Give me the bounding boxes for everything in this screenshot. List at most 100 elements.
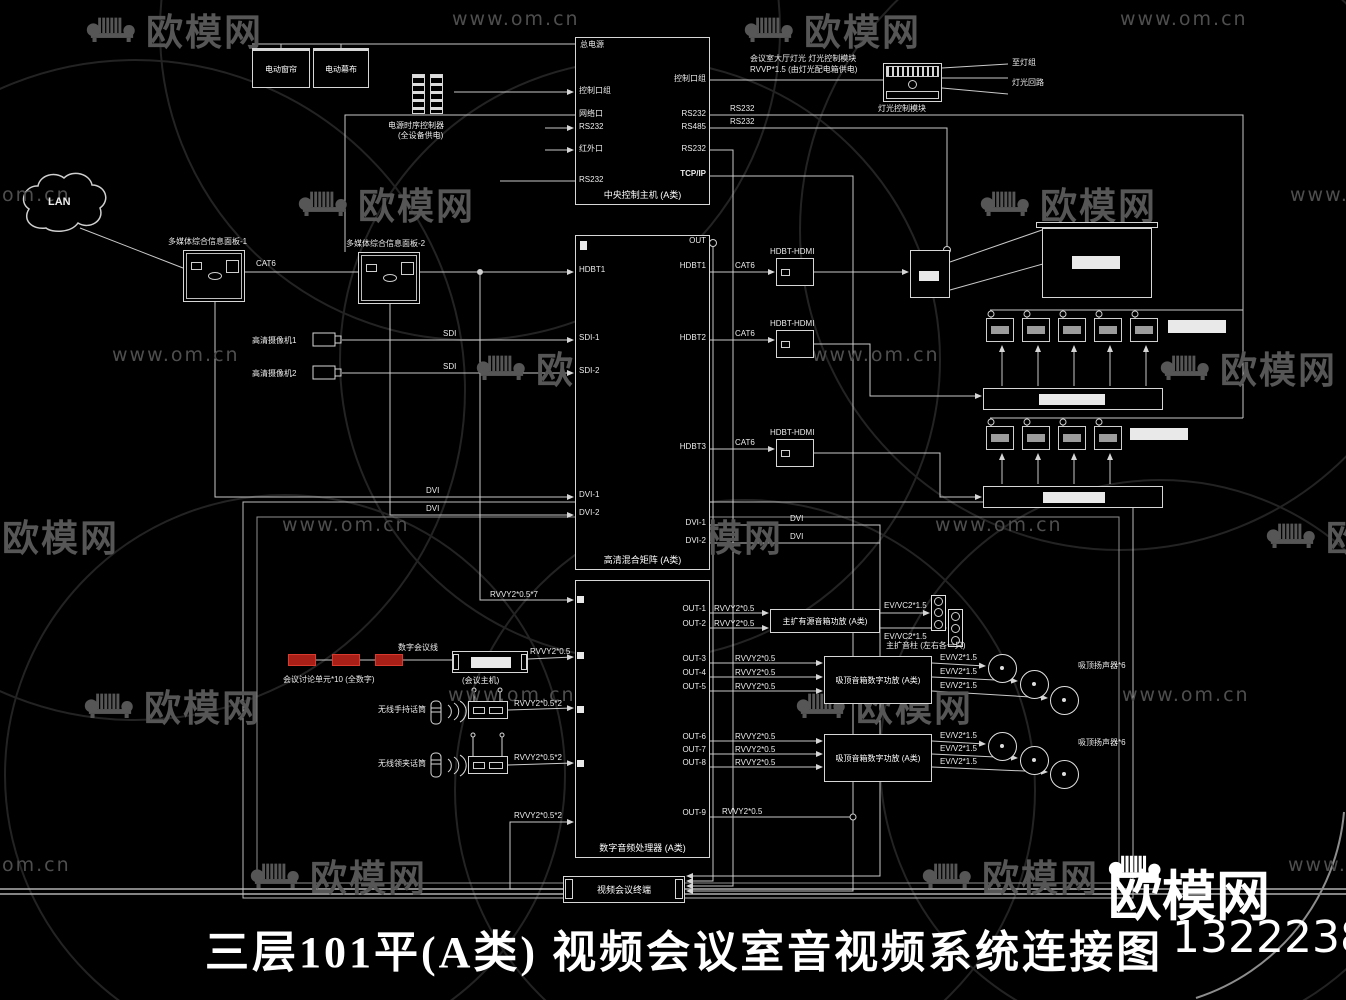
cc-right-port: RS485 bbox=[681, 122, 706, 131]
plate-jack bbox=[366, 264, 377, 272]
display-screen-bar bbox=[991, 326, 1009, 334]
central-control-host: 中央控制主机 (A类) bbox=[575, 37, 710, 205]
audio-out-port: OUT-5 bbox=[682, 682, 706, 691]
wire bbox=[389, 304, 574, 518]
cable-label-speaker: EV/V2*1.5 bbox=[940, 744, 977, 753]
matrix-left-port: HDBT1 bbox=[579, 265, 606, 274]
lighting-out-label: 灯光回路 bbox=[1012, 78, 1044, 87]
display-screen-bar bbox=[1027, 434, 1045, 442]
antenna-tip bbox=[471, 687, 477, 693]
screen-motor-box: 电动幕布 bbox=[313, 48, 369, 88]
camera-1-label: 高清摄像机1 bbox=[252, 336, 297, 345]
junction-nodes bbox=[477, 239, 1139, 821]
ceiling-amplifier-1: 吸顶音箱数字功放 (A类) bbox=[824, 656, 932, 704]
antenna-icon bbox=[473, 692, 501, 701]
matrix-left-port: SDI-2 bbox=[579, 366, 600, 375]
matrix-left-port: SDI-1 bbox=[579, 333, 600, 342]
drawing-title: 三层101平(A类) 视频会议室音视频系统连接图 bbox=[205, 928, 1164, 977]
cable-label-audio: RVVY2*0.5*7 bbox=[490, 590, 538, 599]
wire bbox=[509, 819, 574, 890]
power-sequencer-icon bbox=[430, 74, 443, 114]
watermark-url: www. bbox=[1290, 184, 1346, 206]
watermark-circle bbox=[0, 59, 466, 721]
cable-label-audio: RVVY2*0.5*2 bbox=[514, 699, 562, 708]
camera-2-label: 高清摄像机2 bbox=[252, 369, 297, 378]
sofa-watermark-icon bbox=[86, 14, 138, 44]
display-group-label-block bbox=[1130, 428, 1188, 440]
wire bbox=[686, 175, 854, 894]
cc-right-port: RS232 bbox=[681, 144, 706, 153]
display-unit bbox=[1094, 426, 1122, 450]
ceiling-amplifier-2: 吸顶音箱数字功放 (A类) bbox=[824, 734, 932, 782]
conference-mic-unit bbox=[288, 654, 316, 666]
wire bbox=[931, 662, 986, 669]
watermark-brand-text: 欧模网 bbox=[146, 12, 263, 53]
watermark-logo: 欧模网 bbox=[86, 2, 263, 56]
cable-label-cat6: CAT6 bbox=[735, 329, 755, 338]
lan-label: LAN bbox=[48, 196, 71, 208]
sequencer-label: 电源时序控制器 bbox=[388, 121, 444, 130]
wire bbox=[686, 149, 734, 889]
wire bbox=[686, 542, 881, 879]
audio-input-port bbox=[577, 760, 584, 767]
projector bbox=[910, 250, 950, 298]
ceiling-speaker bbox=[1050, 686, 1079, 715]
conference-host-unit bbox=[452, 651, 528, 673]
power-sequencer-icon bbox=[412, 74, 425, 114]
hdbt-receiver bbox=[776, 330, 814, 358]
display-screen-bar bbox=[1099, 434, 1117, 442]
watermark-logo: 欧模网 bbox=[1266, 508, 1346, 562]
matrix-left-port: DVI-2 bbox=[579, 508, 600, 517]
watermark-brand-text: 欧模网 bbox=[144, 688, 261, 729]
main-amplifier: 主扩有源音箱功放 (A类) bbox=[770, 609, 880, 633]
cloud-shape bbox=[22, 172, 107, 233]
cable-label-cat6: CAT6 bbox=[735, 261, 755, 270]
cc-right-port: 控制口组 bbox=[674, 74, 706, 83]
cable-label-audio: RVVY2*0.5*2 bbox=[514, 753, 562, 762]
watermark-url: om.cn bbox=[2, 184, 71, 206]
camera-lens-icon bbox=[334, 368, 342, 377]
watermark-logo: 欧模网 bbox=[980, 176, 1157, 230]
wall-plate-1 bbox=[183, 250, 245, 302]
display-connector-node bbox=[1095, 418, 1103, 426]
projector-lens-icon bbox=[919, 271, 939, 281]
watermark-url: www.om.cn bbox=[282, 514, 410, 536]
display-screen-bar bbox=[1027, 326, 1045, 334]
cable-label-speaker: EV/V2*1.5 bbox=[940, 667, 977, 676]
watermark-brand-text: 欧模网 bbox=[310, 858, 427, 899]
cable-label-sdi: SDI bbox=[443, 362, 457, 371]
receiver-display bbox=[473, 707, 485, 714]
matrix-right-port: OUT bbox=[689, 236, 706, 245]
cc-power-port: 总电源 bbox=[580, 40, 604, 49]
watermark-brand-text: 欧模网 bbox=[1040, 186, 1157, 227]
audio-out-port: OUT-9 bbox=[682, 808, 706, 817]
host-end-connector bbox=[453, 654, 459, 670]
wire bbox=[214, 302, 574, 500]
conference-mic-unit bbox=[332, 654, 360, 666]
lavalier-mic-icon bbox=[430, 752, 442, 778]
wireless-lavalier-label: 无线领夹话筒 bbox=[378, 759, 426, 768]
matrix-corner-port bbox=[580, 241, 587, 250]
wire bbox=[527, 654, 574, 661]
display-connector-node bbox=[1023, 310, 1031, 318]
display-unit bbox=[986, 426, 1014, 450]
matrix-name: 高清混合矩阵 (A类) bbox=[603, 555, 682, 565]
sofa-watermark-icon bbox=[476, 352, 528, 382]
cable-label-speaker: EV/V2*1.5 bbox=[940, 757, 977, 766]
wire bbox=[931, 740, 986, 747]
display-connector-node bbox=[987, 418, 995, 426]
module-terminal-strip bbox=[886, 66, 939, 77]
wire bbox=[280, 44, 342, 48]
lighting-out-label: 至灯组 bbox=[1012, 58, 1036, 67]
drawing-id: 1322238 bbox=[1172, 912, 1346, 963]
sofa-watermark-icon bbox=[1160, 352, 1212, 382]
display-connector-node bbox=[987, 310, 995, 318]
host-end-connector bbox=[521, 654, 527, 670]
watermark-url: www. bbox=[1288, 854, 1346, 876]
wireless-receiver bbox=[468, 756, 508, 774]
watermark-brand-text: 欧模网 bbox=[1326, 508, 1346, 562]
receiver-port bbox=[781, 341, 790, 348]
watermark-url: www.om.cn bbox=[1122, 684, 1250, 706]
hdbt-receiver bbox=[776, 258, 814, 286]
